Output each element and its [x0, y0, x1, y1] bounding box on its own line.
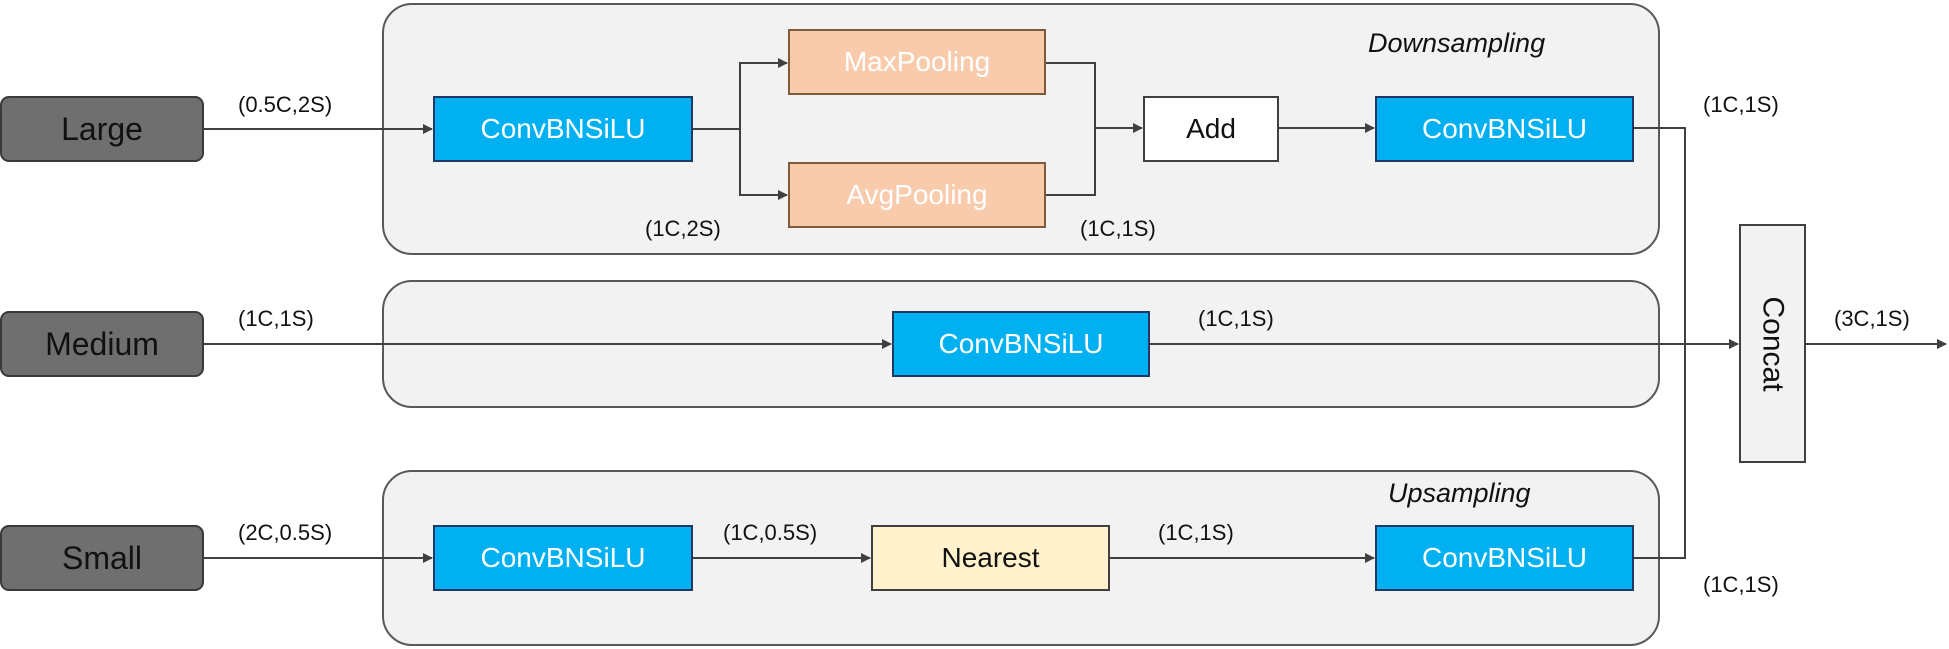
dim-small-out: (1C,1S)	[1703, 572, 1779, 597]
input-large: Large	[0, 96, 204, 162]
upsampling-conv-out: ConvBNSiLU	[1375, 525, 1634, 591]
small-out-wire	[1633, 344, 1686, 559]
add-box: Add	[1143, 96, 1279, 162]
nearest-box: Nearest	[871, 525, 1110, 591]
maxpooling-box: MaxPooling	[788, 29, 1046, 95]
upsampling-conv-in: ConvBNSiLU	[433, 525, 693, 591]
concat-box: Concat	[1739, 224, 1806, 463]
conv-to-avgpool	[739, 129, 788, 200]
downsampling-conv-out: ConvBNSiLU	[1375, 96, 1634, 162]
avgpooling-box: AvgPooling	[788, 162, 1046, 228]
dim-nearest-out: (1C,1S)	[1158, 520, 1234, 545]
large-out-wire	[1633, 127, 1686, 344]
pool-merge	[1045, 62, 1096, 196]
conv-to-pool-split	[692, 58, 788, 130]
concat-label: Concat	[1756, 295, 1790, 392]
input-medium: Medium	[0, 311, 204, 377]
downsampling-title: Downsampling	[1368, 28, 1546, 58]
upsampling-title: Upsampling	[1388, 478, 1531, 508]
dim-pool-out: (1C,1S)	[1080, 216, 1156, 241]
dim-small-conv-out: (1C,0.5S)	[723, 520, 818, 545]
dim-large-conv-out: (1C,2S)	[645, 216, 721, 241]
downsampling-conv-in: ConvBNSiLU	[433, 96, 693, 162]
dim-large-in: (0.5C,2S)	[238, 92, 333, 117]
dim-large-out: (1C,1S)	[1703, 92, 1779, 117]
dim-small-in: (2C,0.5S)	[238, 520, 333, 545]
input-small: Small	[0, 525, 204, 591]
dim-medium-in: (1C,1S)	[238, 306, 314, 331]
dim-medium-out: (1C,1S)	[1198, 306, 1274, 331]
dim-concat-out: (3C,1S)	[1834, 306, 1910, 331]
medium-conv: ConvBNSiLU	[892, 311, 1150, 377]
